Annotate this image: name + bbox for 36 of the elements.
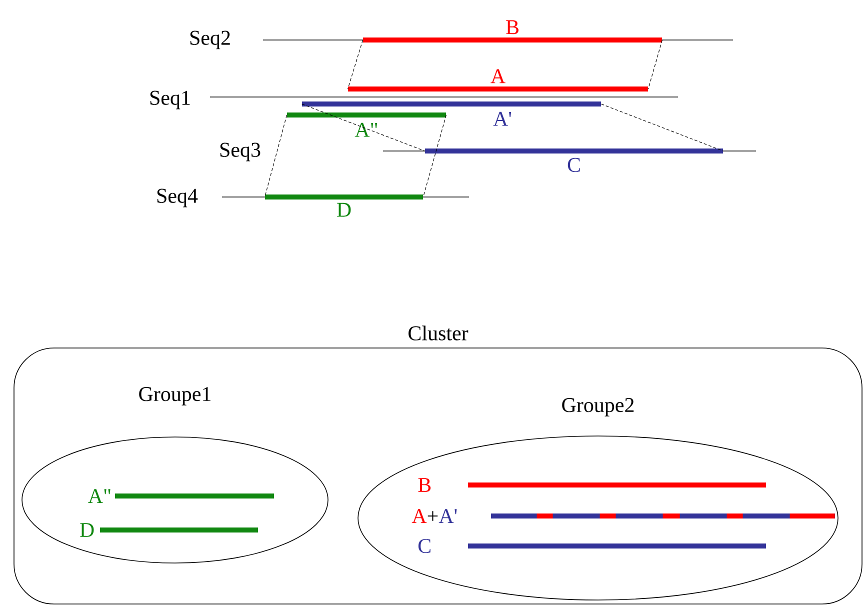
node-label: D: [337, 202, 351, 217]
node-label: Groupe2: [562, 398, 634, 416]
sequence-label: Seq2: [190, 30, 230, 50]
segment-bar: C: [418, 538, 766, 554]
segment-bar: D: [265, 194, 423, 217]
node-label: Cluster: [408, 326, 468, 340]
dashed-connector: [302, 104, 426, 152]
node-label: A': [493, 112, 512, 126]
sequence-label: Seq4: [157, 188, 198, 208]
dashed-connector: [348, 40, 364, 90]
node-label: +: [428, 511, 438, 521]
segment-bar: A": [287, 112, 446, 137]
segment-bar: A: [348, 69, 648, 92]
segment-bar: C: [425, 148, 723, 172]
node-label: A': [438, 509, 457, 523]
node-label: B: [418, 478, 431, 492]
node-label: C: [568, 158, 580, 172]
node-label: D: [80, 523, 94, 537]
node-label: A": [354, 122, 378, 137]
segment-bar: B: [363, 20, 662, 42]
segment-bar: D: [80, 523, 258, 537]
dashed-connector: [600, 104, 724, 152]
node-label: C: [418, 538, 430, 554]
segment-bar: A": [88, 489, 274, 503]
dashed-connector: [264, 114, 288, 198]
dashed-connector: [648, 40, 662, 90]
node-label: B: [506, 20, 518, 34]
segment-bar: B: [418, 478, 766, 492]
node-label: A": [88, 489, 110, 503]
dashed-connector: [422, 114, 446, 198]
sequence-label: Seq1: [150, 90, 190, 110]
sequence-label: Seq3: [220, 142, 260, 162]
merged-segment-bar: A+A': [412, 509, 835, 523]
node-label: Groupe1: [139, 387, 210, 406]
node-label: A: [490, 69, 506, 84]
node-label: A: [412, 509, 427, 523]
